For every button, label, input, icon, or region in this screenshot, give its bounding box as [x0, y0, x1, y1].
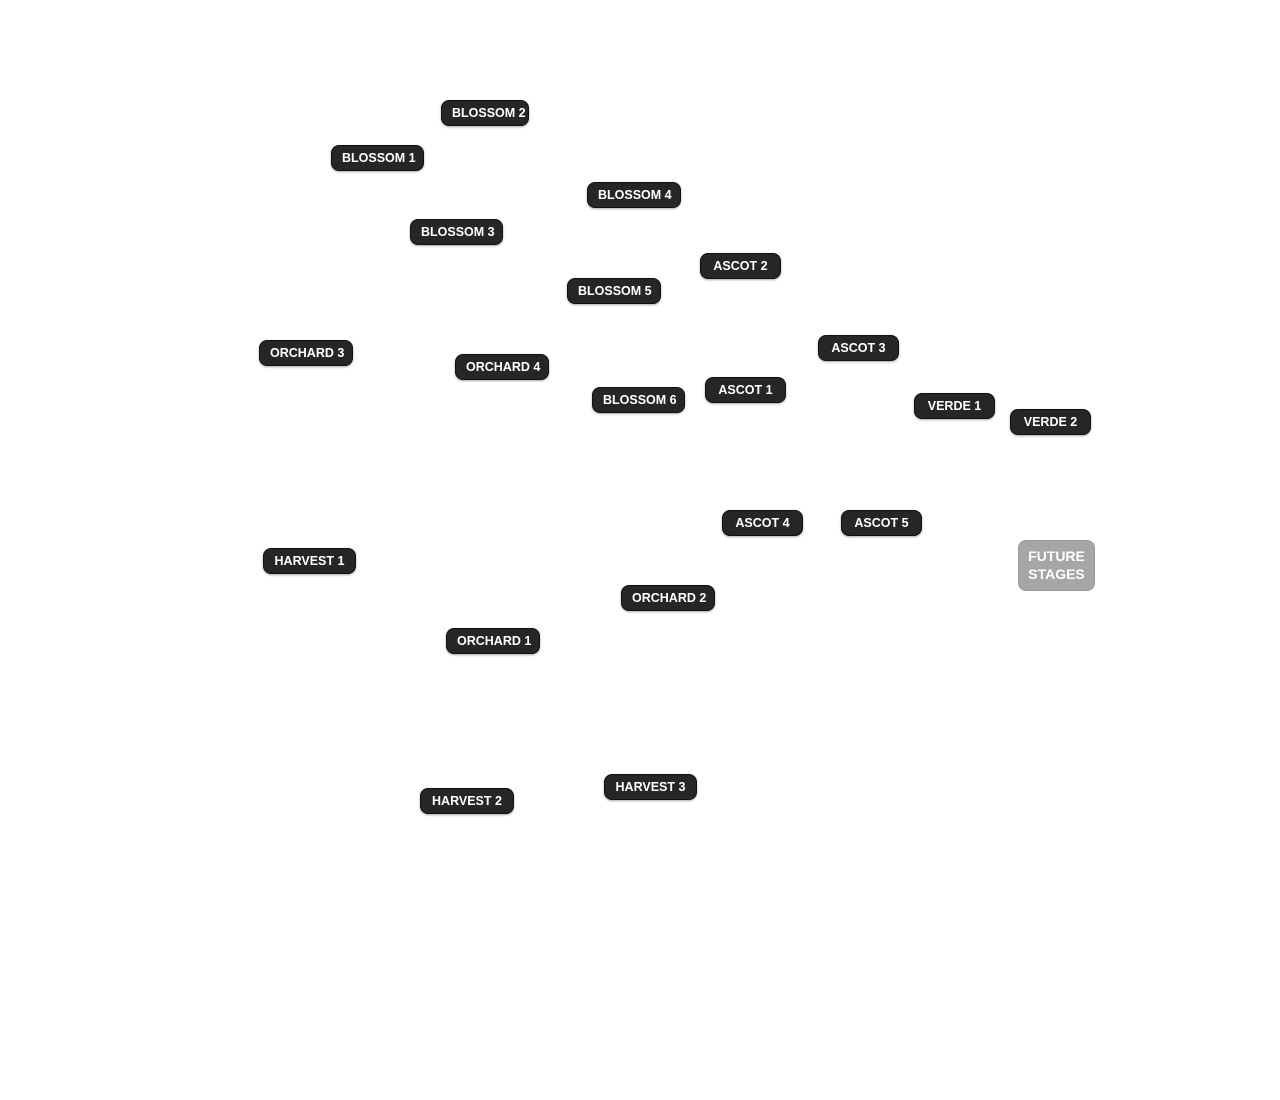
pin-ascot-1[interactable]: ASCOT 1 [705, 377, 786, 403]
future-stages-marker[interactable]: FUTURE STAGES [1018, 540, 1095, 591]
future-stages-line-2: STAGES [1028, 566, 1085, 582]
pin-harvest-3[interactable]: HARVEST 3 [604, 774, 697, 800]
pin-ascot-5[interactable]: ASCOT 5 [841, 510, 922, 536]
pin-orchard-3[interactable]: ORCHARD 3 [259, 340, 353, 366]
pin-ascot-3[interactable]: ASCOT 3 [818, 335, 899, 361]
pin-orchard-2[interactable]: ORCHARD 2 [621, 585, 715, 611]
pin-blossom-5[interactable]: BLOSSOM 5 [567, 278, 661, 304]
pin-blossom-3[interactable]: BLOSSOM 3 [410, 219, 503, 245]
pin-harvest-1[interactable]: HARVEST 1 [263, 548, 356, 574]
pin-orchard-1[interactable]: ORCHARD 1 [446, 628, 540, 654]
future-stages-line-1: FUTURE [1028, 548, 1085, 564]
pin-blossom-1[interactable]: BLOSSOM 1 [331, 145, 424, 171]
pin-orchard-4[interactable]: ORCHARD 4 [455, 354, 549, 380]
pin-ascot-4[interactable]: ASCOT 4 [722, 510, 803, 536]
pin-verde-1[interactable]: VERDE 1 [914, 393, 995, 419]
pin-harvest-2[interactable]: HARVEST 2 [420, 788, 514, 814]
pin-ascot-2[interactable]: ASCOT 2 [700, 253, 781, 279]
pin-blossom-4[interactable]: BLOSSOM 4 [587, 182, 681, 208]
pin-blossom-2[interactable]: BLOSSOM 2 [441, 100, 529, 126]
pin-verde-2[interactable]: VERDE 2 [1010, 409, 1091, 435]
pin-blossom-6[interactable]: BLOSSOM 6 [592, 387, 685, 413]
